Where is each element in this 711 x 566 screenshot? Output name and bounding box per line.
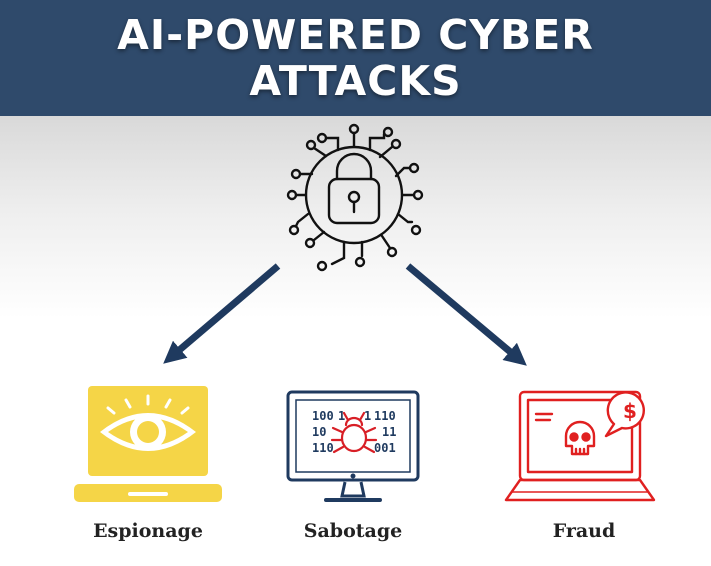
dollar-bubble-icon: $	[604, 391, 645, 438]
padlock-shackle	[335, 152, 373, 181]
binary-text: 001	[374, 441, 396, 455]
padlock-ring	[304, 145, 404, 245]
keyhole	[347, 190, 361, 204]
binary-text: 100	[312, 409, 334, 423]
monitor-bug-icon: 100 1 1 110 10 11 110 001	[286, 390, 420, 502]
outcome-label-sabotage: Sabotage	[303, 520, 403, 542]
binary-text: 110	[374, 409, 396, 423]
header-banner: AI-POWERED CYBER ATTACKS	[0, 0, 711, 116]
outcome-label-fraud: Fraud	[552, 520, 616, 542]
arrow-left	[163, 263, 281, 364]
bug-icon	[330, 411, 378, 454]
outcome-label-espionage: Espionage	[93, 520, 203, 542]
arrow-right	[405, 263, 527, 366]
page-title: AI-POWERED CYBER ATTACKS	[117, 11, 594, 105]
binary-text: 11	[382, 425, 396, 439]
laptop-eye-icon	[74, 386, 222, 502]
binary-text: 1	[338, 409, 345, 423]
laptop-skull-dollar-icon: $	[504, 390, 656, 502]
binary-text: 1	[364, 409, 371, 423]
circuit-traces	[286, 123, 424, 272]
dollar-symbol: $	[623, 399, 637, 423]
padlock-body	[327, 177, 381, 225]
skull-icon	[564, 420, 596, 456]
circuit-padlock-icon	[286, 123, 424, 272]
binary-text: 110	[312, 441, 334, 455]
binary-text: 10	[312, 425, 326, 439]
